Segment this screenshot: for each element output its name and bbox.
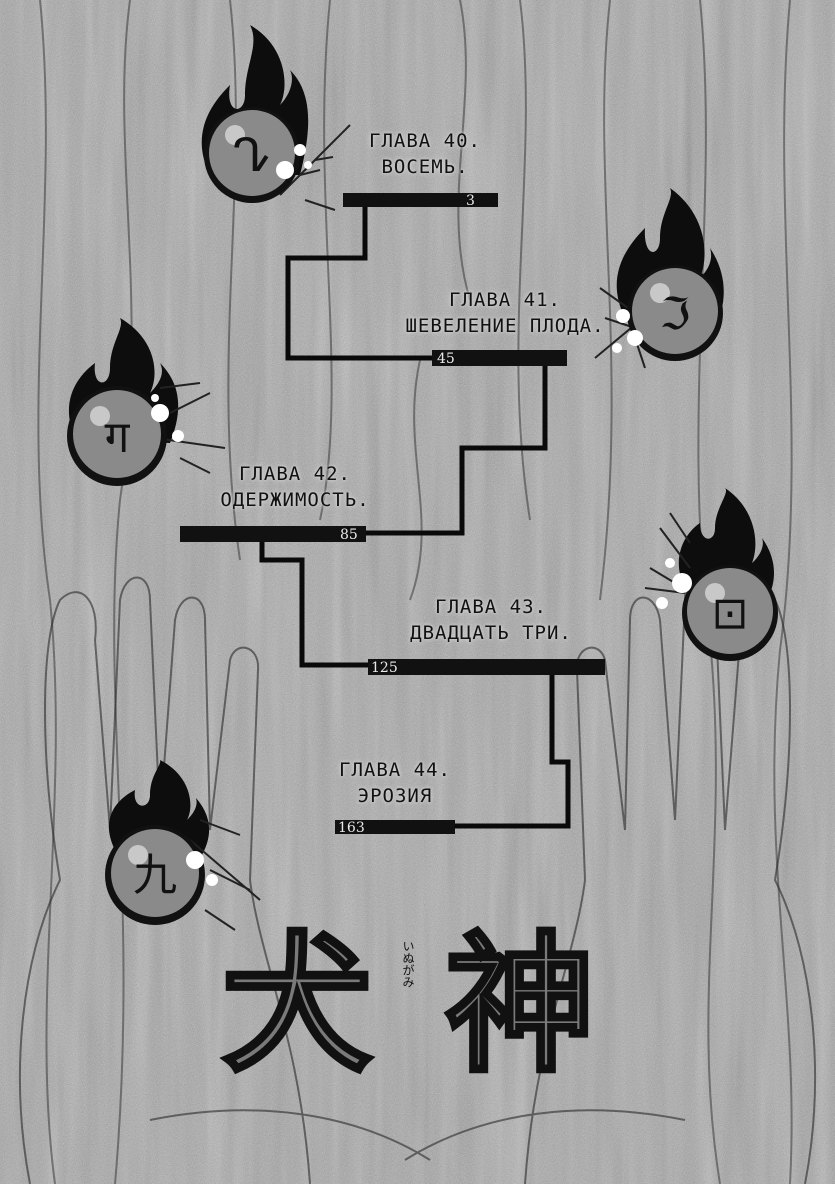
chapter-40-flame-orb-icon: ᖊ	[190, 25, 360, 229]
chapter-44-flame-orb-icon: 九	[90, 760, 270, 944]
chapter-40-title: ГЛАВА 40.	[369, 130, 481, 152]
chapter-41-glyph: ℑ	[660, 289, 691, 340]
logo-furigana: いぬがみ	[401, 940, 415, 988]
page-bar-42	[180, 526, 366, 542]
chapter-44-label: ГЛАВА 44. ЭРОЗИЯ	[330, 757, 460, 809]
page-number-42: 85	[340, 527, 358, 543]
chapter-42-flame-orb-icon: ग	[60, 318, 230, 512]
chapter-43-subtitle: ДВАДЦАТЬ ТРИ.	[410, 622, 572, 644]
chapter-42-label: ГЛАВА 42. ОДЕРЖИМОСТЬ.	[205, 461, 385, 513]
chapter-43-title: ГЛАВА 43.	[435, 596, 547, 618]
chapter-41-subtitle: ШЕВЕЛЕНИЕ ПЛОДА.	[405, 315, 605, 337]
page-number-44: 163	[338, 820, 365, 836]
page-number-43: 125	[371, 660, 398, 676]
chapter-42-glyph: ग	[105, 412, 131, 463]
page-number-41: 45	[437, 351, 455, 367]
chapter-41-title: ГЛАВА 41.	[449, 289, 561, 311]
chapter-41-flame-orb-icon: ℑ	[585, 188, 735, 392]
chapter-44-subtitle: ЭРОЗИЯ	[357, 785, 433, 807]
chapter-44-title: ГЛАВА 44.	[339, 759, 451, 781]
chapter-44-glyph: 九	[133, 850, 177, 901]
chapter-43-flame-orb-icon: ⊡	[640, 488, 790, 682]
chapter-40-label: ГЛАВА 40. ВОСЕМЬ.	[350, 128, 500, 180]
chapter-40-glyph: ᖊ	[233, 128, 271, 182]
logo-kanji-god: 神	[443, 917, 597, 1093]
chapter-43-glyph: ⊡	[712, 588, 749, 639]
logo-kanji-dog: 犬	[220, 917, 374, 1093]
page-number-40: 3	[466, 193, 475, 209]
chapter-40-subtitle: ВОСЕМЬ.	[381, 156, 469, 178]
chapter-43-label: ГЛАВА 43. ДВАДЦАТЬ ТРИ.	[396, 594, 586, 646]
chapter-41-label: ГЛАВА 41. ШЕВЕЛЕНИЕ ПЛОДА.	[390, 287, 620, 339]
page-bar-44	[335, 820, 455, 834]
page-bar-40	[343, 193, 498, 207]
page-bar-43	[368, 659, 605, 675]
chapter-42-title: ГЛАВА 42.	[239, 463, 351, 485]
page-bar-41	[432, 350, 567, 366]
chapter-42-subtitle: ОДЕРЖИМОСТЬ.	[220, 489, 370, 511]
